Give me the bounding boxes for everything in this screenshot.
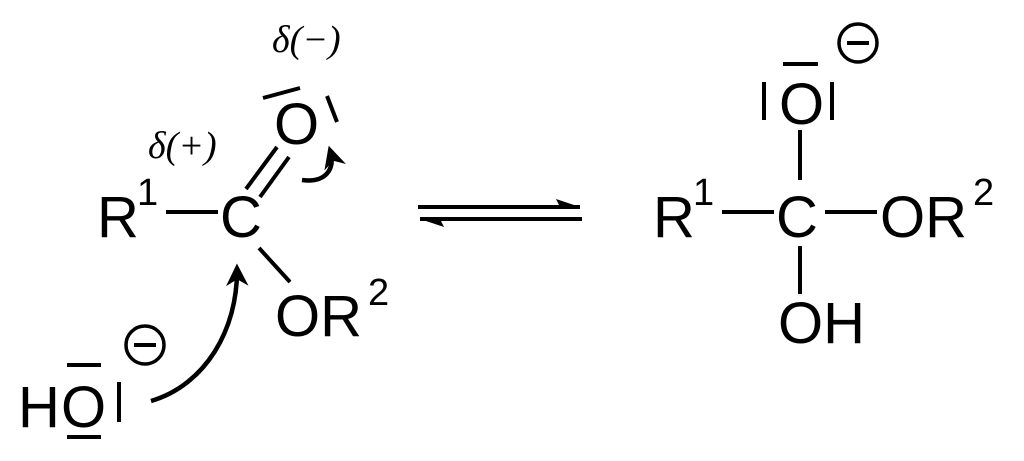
product-carbon-label: C xyxy=(776,185,818,250)
bond-to-oxygen-curved-arrow xyxy=(301,145,346,183)
product-r2-superscript: 2 xyxy=(973,172,994,214)
reactant-r1-superscript: 1 xyxy=(137,172,158,214)
hydroxide-h-label: H xyxy=(18,375,60,440)
partial-positive-label: δ(+) xyxy=(148,125,217,167)
product-ester-group-label: OR xyxy=(880,185,967,250)
product-hydroxyl-label: OH xyxy=(778,291,865,356)
carbonyl-oxygen-lone-pair-right xyxy=(325,95,339,123)
reactant-carbonyl-bond-2 xyxy=(258,155,291,199)
reactant-carbonyl-oxygen-label: O xyxy=(274,92,319,157)
carbonyl-oxygen-lone-pair-top xyxy=(262,86,301,100)
product-r1-label: R xyxy=(653,185,695,250)
reactant-carbonyl-bond-1 xyxy=(244,145,279,191)
product-alkoxide-oxygen-label: O xyxy=(779,72,824,137)
partial-negative-label: δ(−) xyxy=(272,19,341,61)
ester-reactant: R 1 C O OR 2 δ(+) δ(−) xyxy=(97,19,389,349)
reactant-ester-group-label: OR xyxy=(275,284,362,349)
hydroxide-o-label: O xyxy=(61,375,106,440)
reactant-r2-superscript: 2 xyxy=(368,272,389,314)
nucleophilic-attack-curved-arrow xyxy=(150,263,249,404)
tetrahedral-intermediate-product: O R 1 C OR 2 OH xyxy=(653,22,994,356)
reactant-r1-label: R xyxy=(97,185,139,250)
equilibrium-arrows-icon xyxy=(418,199,582,227)
hydroxide-nucleophile: H O xyxy=(18,263,249,440)
reactant-ester-bond xyxy=(257,246,292,284)
reactant-carbon-label: C xyxy=(220,185,262,250)
product-r1-superscript: 1 xyxy=(693,172,714,214)
